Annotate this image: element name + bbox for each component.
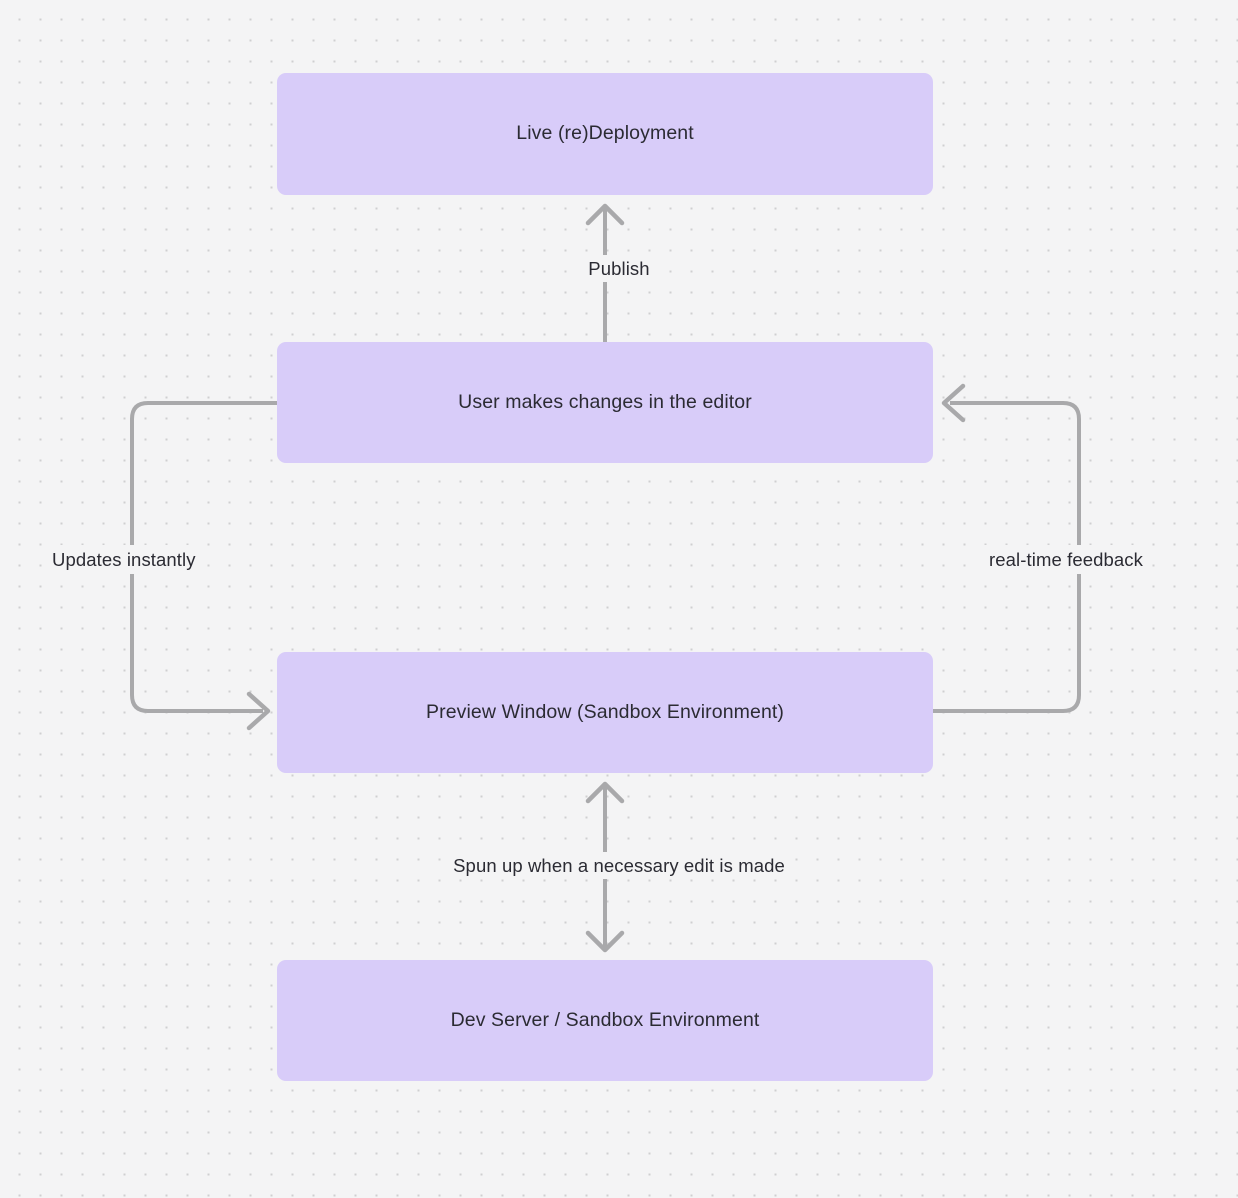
node-dev-server[interactable]: Dev Server / Sandbox Environment — [277, 960, 933, 1081]
node-label: Dev Server / Sandbox Environment — [450, 1008, 760, 1031]
node-live-redeployment[interactable]: Live (re)Deployment — [277, 73, 933, 195]
edge-label-spun-up: Spun up when a necessary edit is made — [0, 852, 1238, 879]
edge-label-real-time-feedback: real-time feedback — [983, 545, 1149, 575]
edge-label-updates-instantly: Updates instantly — [46, 545, 202, 575]
node-preview-window[interactable]: Preview Window (Sandbox Environment) — [277, 652, 933, 773]
node-label: User makes changes in the editor — [458, 390, 752, 413]
node-label: Preview Window (Sandbox Environment) — [426, 700, 784, 723]
edge-label-text: Publish — [581, 255, 657, 282]
edge-label-text: Spun up when a necessary edit is made — [446, 852, 792, 879]
edge-label-publish: Publish — [0, 255, 1238, 282]
node-label: Live (re)Deployment — [516, 122, 694, 145]
node-user-makes-changes[interactable]: User makes changes in the editor — [277, 342, 933, 463]
